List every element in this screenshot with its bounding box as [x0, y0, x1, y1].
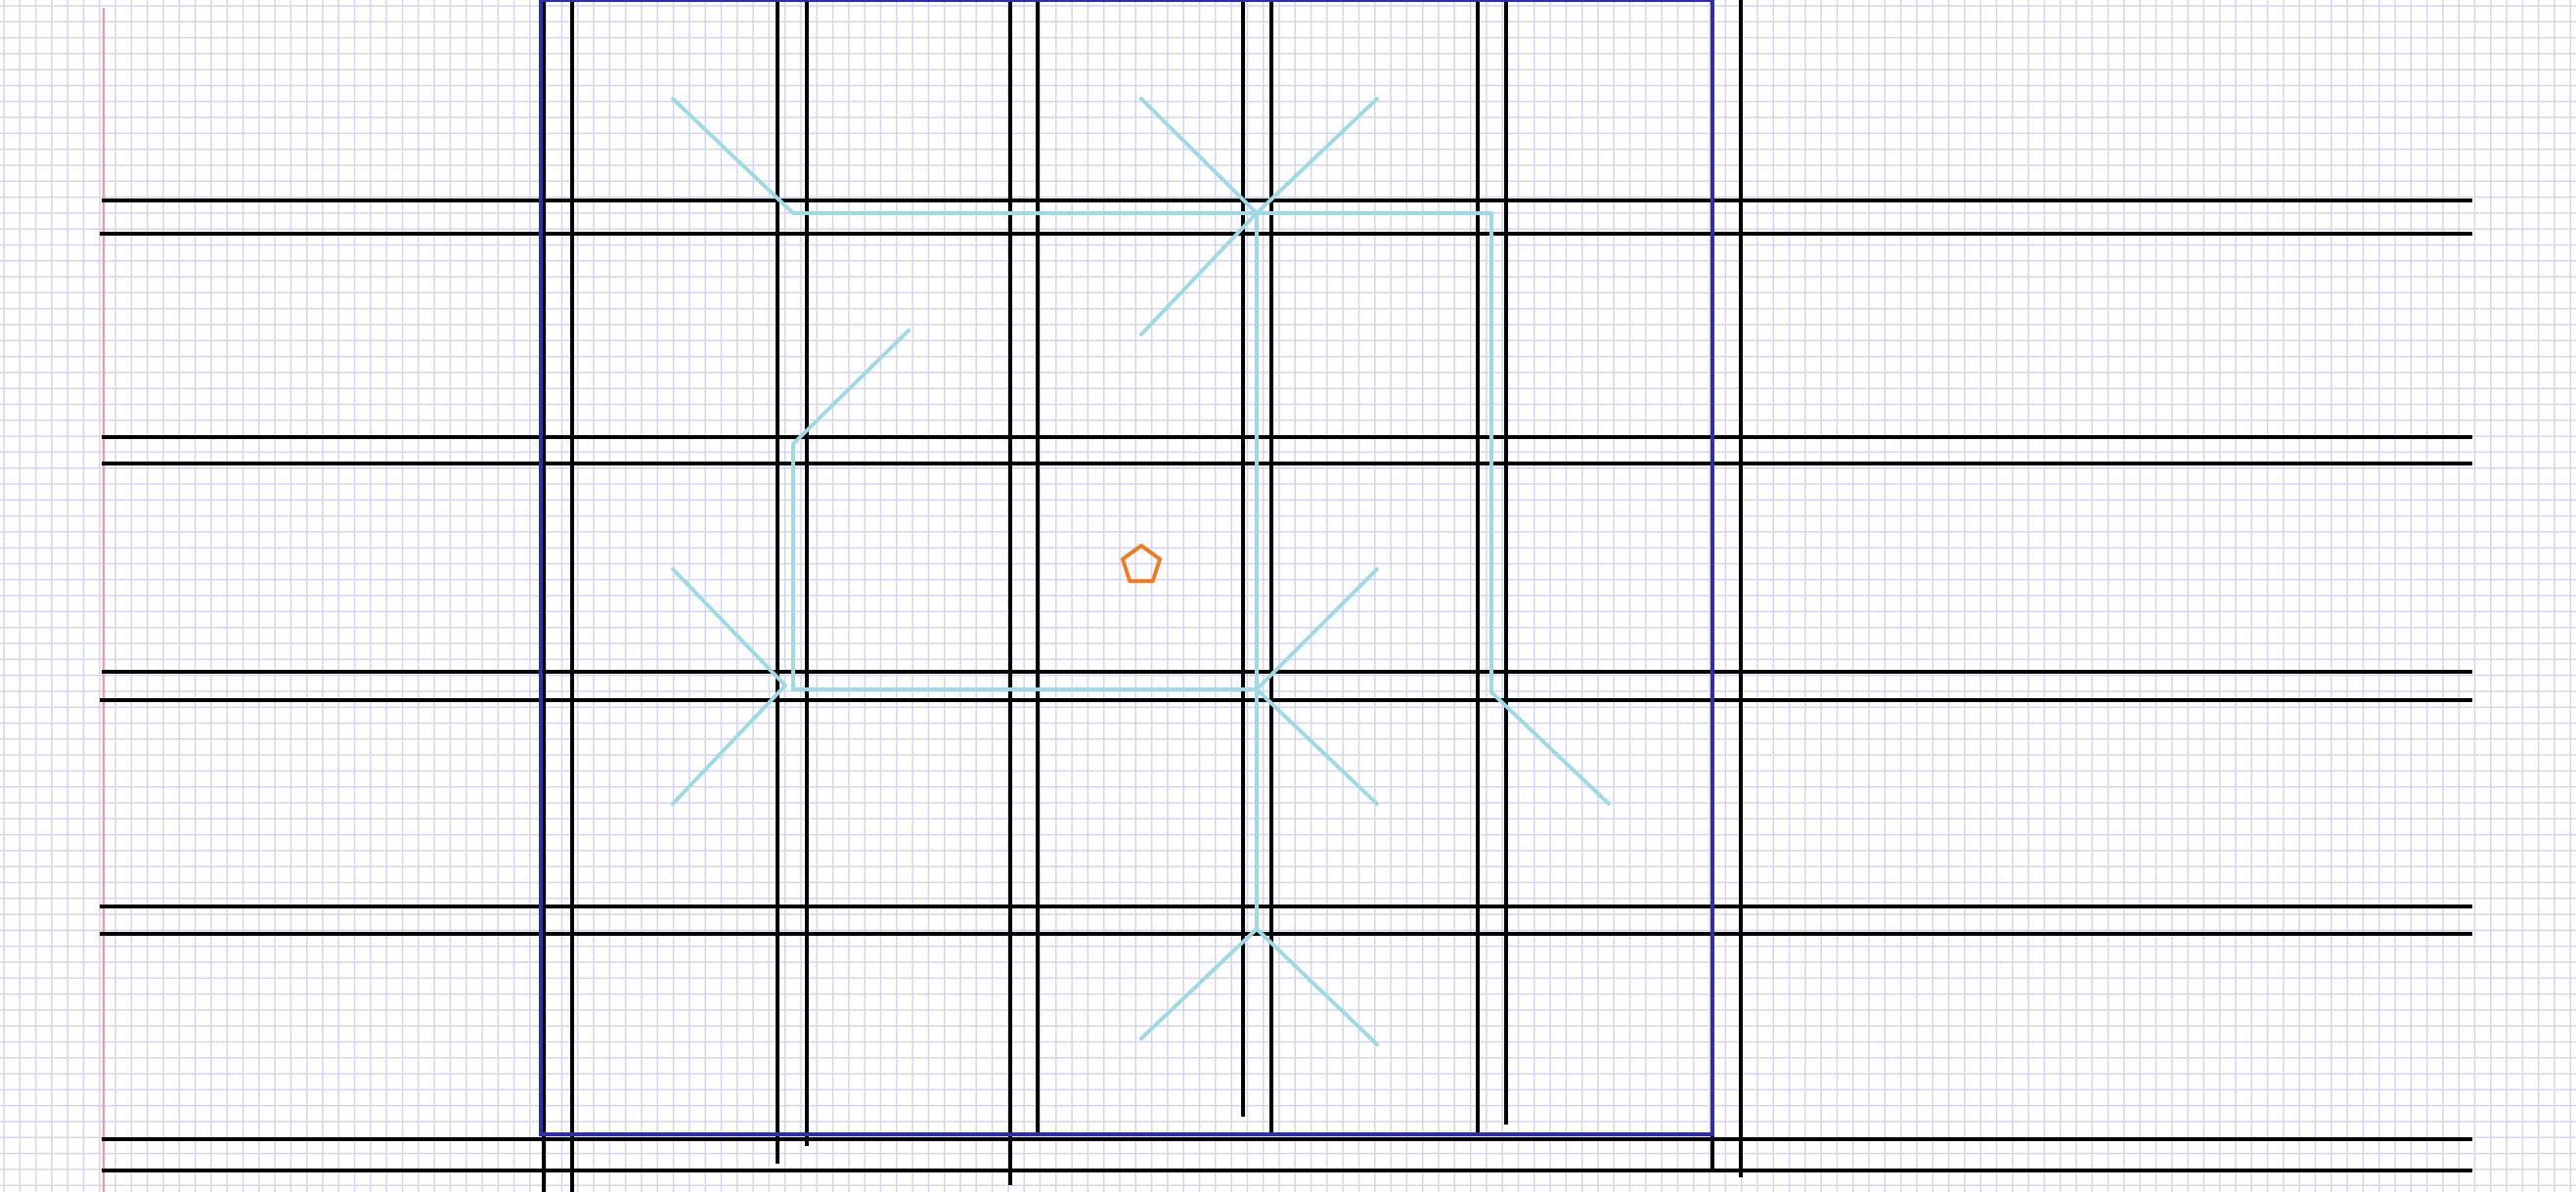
view-frame: [539, 0, 1714, 1136]
path-segment: [671, 567, 787, 806]
pentagon-marker-icon[interactable]: [1121, 544, 1162, 584]
path-segment: [671, 97, 1611, 806]
path-segment: [1139, 927, 1379, 1046]
path-network: [671, 97, 1611, 1046]
path-segment: [1139, 211, 1259, 336]
path-segment: [791, 329, 1259, 931]
road-lines: [100, 0, 2472, 1192]
